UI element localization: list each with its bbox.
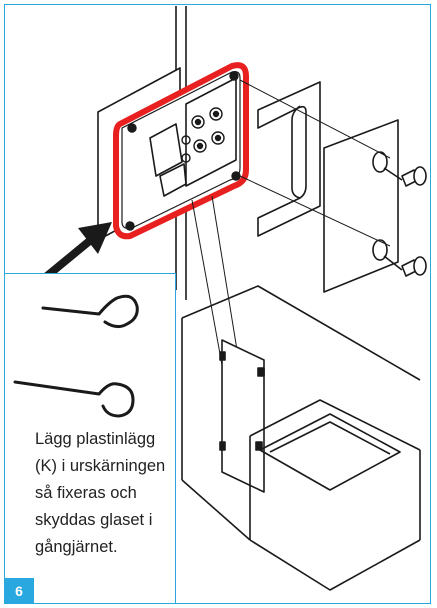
instruction-line: gångjärnet.	[35, 538, 118, 556]
front-hinge-plate	[185, 77, 237, 187]
plastic-insert-icon	[13, 294, 139, 418]
screw-holes	[125, 71, 241, 231]
instruction-text: Lägg plastinlägg (K) i urskärningen så f…	[35, 426, 175, 561]
instruction-line: skyddas glaset i	[35, 511, 153, 529]
screws	[383, 166, 427, 277]
detail-callout: Lägg plastinlägg (K) i urskärningen så f…	[4, 273, 176, 604]
spacer-gasket	[257, 81, 321, 237]
instruction-line: så fixeras och	[35, 484, 137, 502]
bathtub-scene	[181, 285, 421, 591]
instruction-line: Lägg plastinlägg	[35, 430, 156, 448]
outer-plate	[323, 119, 399, 293]
step-number-badge: 6	[4, 578, 34, 604]
instruction-line: (K) i urskärningen	[35, 457, 166, 475]
